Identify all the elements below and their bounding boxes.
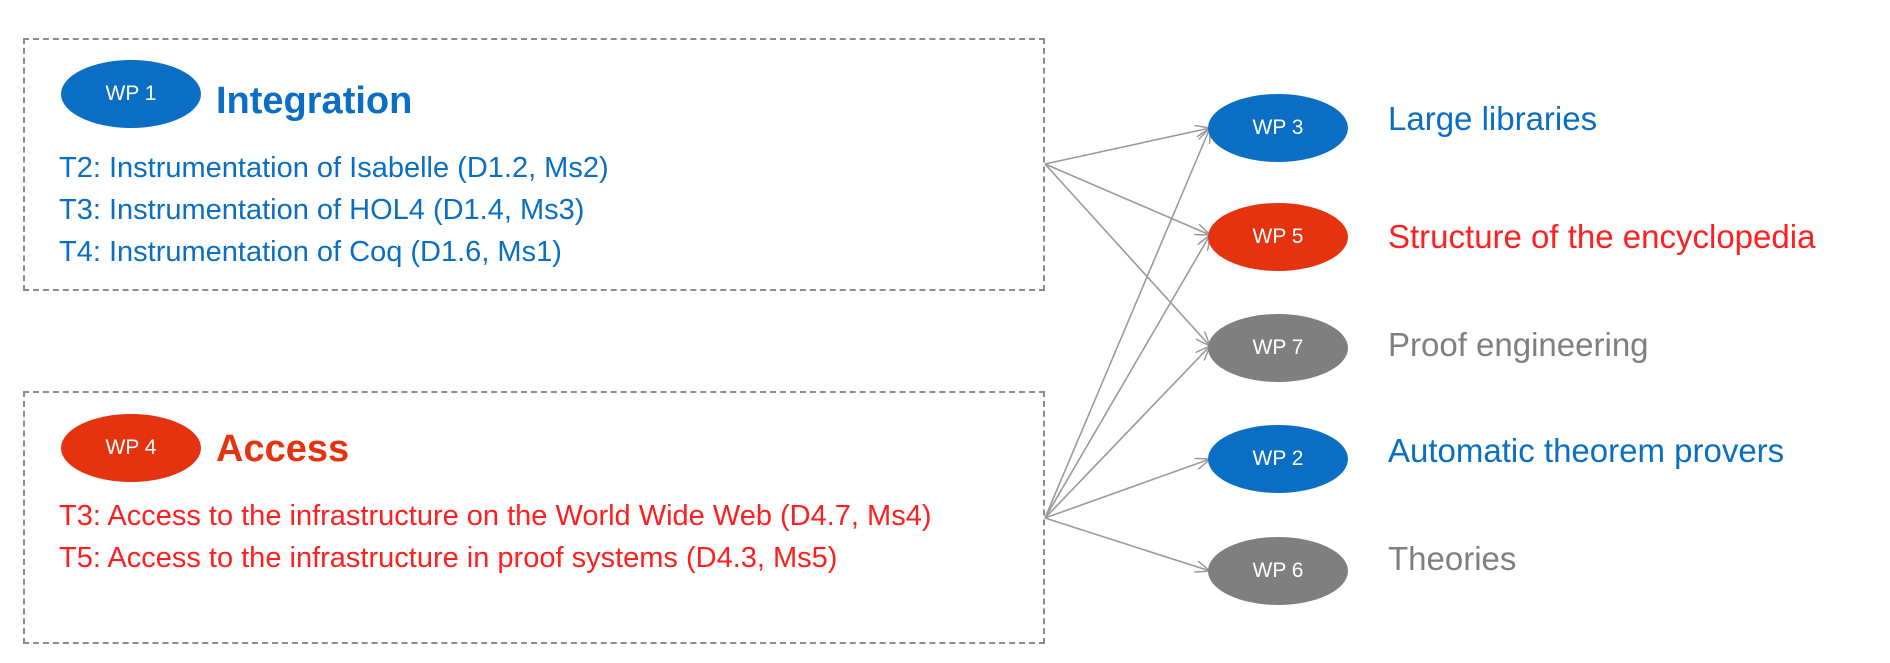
arrow-wp4-to-wp6 [1044, 517, 1210, 571]
integration-task-1: T2: Instrumentation of Isabelle (D1.2, M… [59, 152, 609, 184]
wp1-ellipse: WP 1 [61, 60, 201, 128]
large-libraries-label: Large libraries [1388, 100, 1598, 137]
automatic-theorem-provers-label: Automatic theorem provers [1388, 432, 1785, 469]
access-heading: Access [216, 428, 350, 470]
wp5-ellipse: WP 5 [1208, 203, 1348, 271]
integration-group-box [23, 38, 1045, 291]
wp5-label: WP 5 [1252, 225, 1304, 248]
arrow-wp1-to-wp3 [1044, 128, 1210, 165]
wp6-ellipse: WP 6 [1208, 537, 1348, 605]
theories-label: Theories [1388, 540, 1517, 577]
wp4-ellipse: WP 4 [61, 414, 201, 482]
arrow-wp4-to-wp5 [1044, 235, 1210, 519]
wp7-ellipse: WP 7 [1208, 314, 1348, 382]
structure-encyclopedia-label: Structure of the encyclopedia [1388, 218, 1816, 255]
access-task-1: T3: Access to the infrastructure on the … [59, 500, 932, 532]
wp1-label: WP 1 [105, 82, 157, 105]
access-task-2: T5: Access to the infrastructure in proo… [59, 542, 838, 574]
access-group-box [23, 391, 1045, 644]
arrow-wp4-to-wp7 [1044, 346, 1210, 519]
arrow-wp4-to-wp2 [1044, 459, 1210, 519]
arrow-wp1-to-wp5 [1044, 163, 1210, 235]
proof-engineering-label: Proof engineering [1388, 326, 1649, 363]
integration-task-2: T3: Instrumentation of HOL4 (D1.4, Ms3) [59, 194, 585, 226]
integration-heading: Integration [216, 80, 413, 122]
integration-task-3: T4: Instrumentation of Coq (D1.6, Ms1) [59, 236, 562, 268]
wp6-label: WP 6 [1252, 559, 1304, 582]
wp7-label: WP 7 [1252, 336, 1304, 359]
wp3-label: WP 3 [1252, 116, 1304, 139]
arrow-wp4-to-wp3 [1044, 128, 1210, 519]
wp2-ellipse: WP 2 [1208, 425, 1348, 493]
wp3-ellipse: WP 3 [1208, 94, 1348, 162]
arrow-wp1-to-wp7 [1044, 163, 1210, 346]
wp2-label: WP 2 [1252, 447, 1304, 470]
wp4-label: WP 4 [105, 436, 157, 459]
